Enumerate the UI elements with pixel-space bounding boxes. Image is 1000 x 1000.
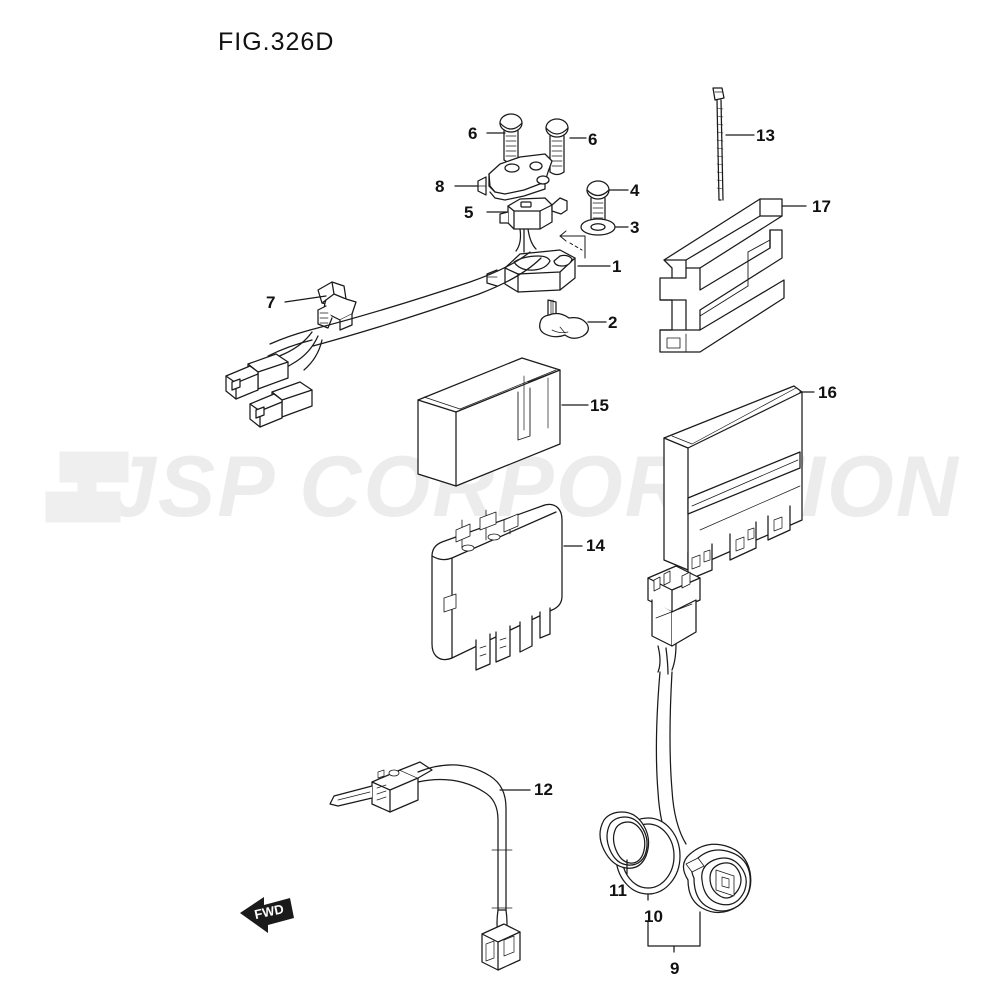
callout-9: 9	[670, 959, 680, 978]
callout-2: 2	[608, 313, 618, 332]
callout-6a: 6	[468, 124, 478, 143]
callout-13: 13	[756, 126, 775, 145]
callout-17: 17	[812, 197, 831, 216]
part-rubber-mount-bracket	[659, 198, 785, 353]
callout-8: 8	[435, 177, 445, 196]
part-mounting-plate	[477, 153, 553, 201]
callout-12: 12	[534, 780, 553, 799]
svg-text:FWD: FWD	[253, 901, 285, 922]
callout-6b: 6	[588, 130, 598, 149]
part-bolt	[586, 180, 610, 226]
callout-1: 1	[612, 257, 622, 276]
part-relay-module	[431, 503, 563, 671]
part-wire-harness	[225, 251, 542, 428]
callout-3: 3	[630, 218, 640, 237]
leader-7	[284, 295, 327, 303]
part-socket-lead	[599, 565, 752, 914]
part-screw-left	[499, 113, 523, 164]
callout-10: 10	[644, 907, 663, 926]
part-harness-clip	[317, 281, 357, 331]
callout-4: 4	[630, 181, 640, 200]
callout-15: 15	[590, 396, 609, 415]
part-cable-tie	[712, 87, 725, 201]
part-grommet	[539, 299, 589, 339]
callout-11: 11	[609, 881, 627, 900]
part-washer	[580, 218, 616, 236]
callout-5: 5	[464, 203, 474, 222]
part-sensor-switch	[499, 197, 568, 253]
callout-7: 7	[266, 293, 276, 312]
page-title: FIG.326D	[218, 28, 335, 56]
fwd-arrow-marker: FWD	[240, 897, 294, 933]
callout-14: 14	[586, 536, 605, 555]
part-module-cover	[417, 357, 561, 487]
part-switch-lead	[329, 761, 521, 971]
part-bracket-clamp	[486, 230, 586, 293]
callout-16: 16	[818, 383, 837, 402]
part-ecu	[663, 385, 803, 581]
